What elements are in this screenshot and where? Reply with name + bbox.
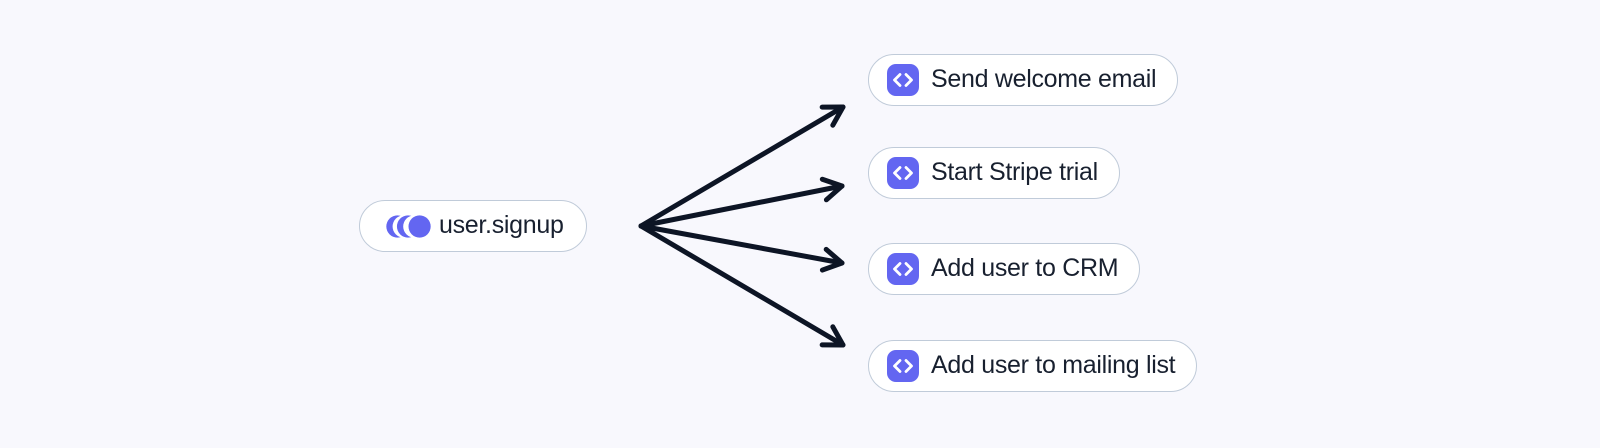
function-node-start-stripe-trial[interactable]: Start Stripe trial [868,147,1120,199]
function-label: Add user to CRM [931,253,1119,282]
trigger-label: user.signup [439,210,564,239]
arrow-edge [638,223,846,348]
function-label: Send welcome email [931,64,1157,93]
code-icon [887,64,919,96]
code-icon [887,157,919,189]
arrow-edge [638,104,846,229]
arrow-edge [638,223,845,273]
code-icon [887,253,919,285]
function-label: Add user to mailing list [931,350,1176,379]
function-label: Start Stripe trial [931,157,1098,186]
event-icon [386,214,431,238]
function-node-add-user-to-crm[interactable]: Add user to CRM [868,243,1141,295]
code-icon [887,350,919,382]
arrow-edge [638,176,845,229]
trigger-node-user-signup[interactable]: user.signup [359,200,587,252]
function-node-add-user-to-mailing-list[interactable]: Add user to mailing list [868,340,1198,392]
function-node-send-welcome-email[interactable]: Send welcome email [868,54,1179,106]
